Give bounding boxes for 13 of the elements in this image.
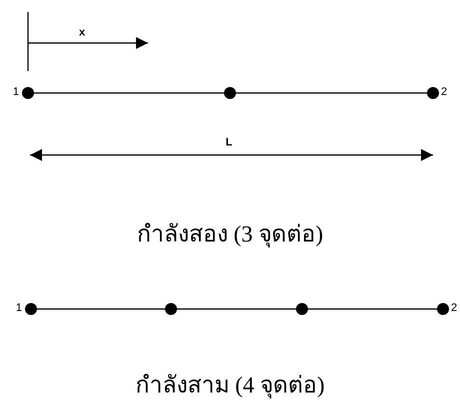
node-number: 2 (451, 303, 458, 314)
dimension-label: L (226, 138, 232, 148)
axis-label: x (78, 28, 86, 38)
line-segment (308, 308, 437, 310)
line-segment (236, 92, 427, 94)
node-number: 1 (16, 303, 22, 314)
caption: กำลังสอง (3 จุดต่อ) (136, 222, 324, 246)
node-number: 2 (441, 87, 448, 98)
caption: กำลังสาม (4 จุดต่อ) (135, 374, 325, 396)
node-number: 1 (12, 87, 19, 98)
line-segment (37, 308, 165, 310)
line-segment (34, 92, 224, 94)
line-segment (177, 308, 296, 310)
